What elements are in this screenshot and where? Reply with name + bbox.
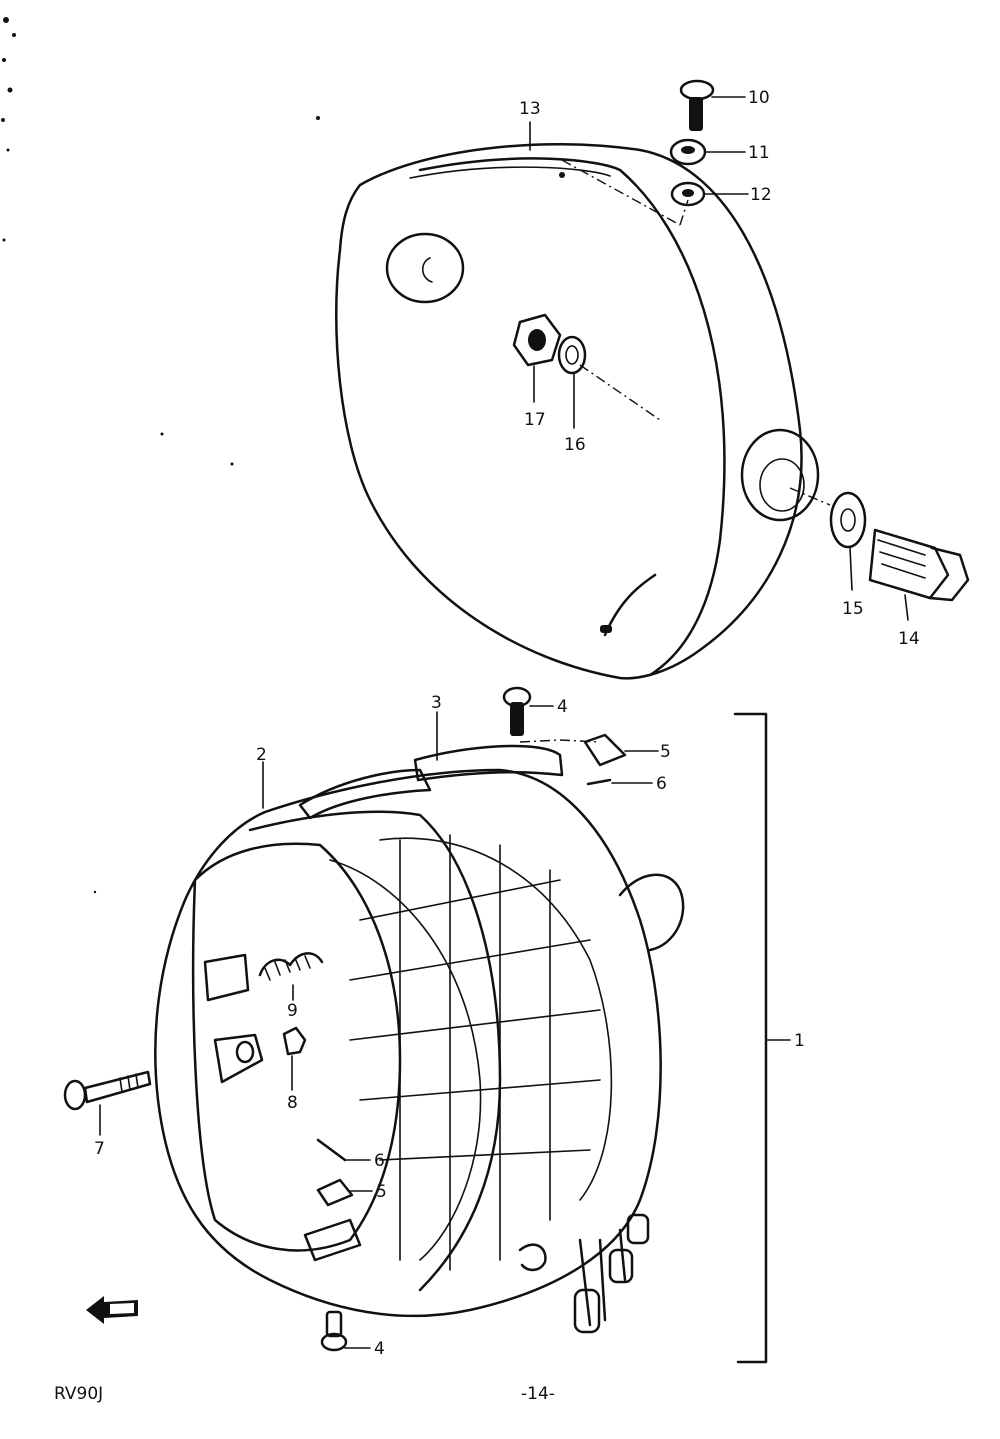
spring-pin-6-bottom <box>316 1138 347 1162</box>
callout-12: 12 <box>750 185 772 205</box>
headlamp-unit <box>154 744 685 1334</box>
callout-3: 3 <box>431 693 442 713</box>
nut-8 <box>282 1026 307 1056</box>
callout-14: 14 <box>898 629 920 649</box>
bolt-7 <box>63 1070 152 1111</box>
callout-6-top: 6 <box>656 774 667 794</box>
callout-1: 1 <box>794 1031 805 1051</box>
clip-5-top <box>583 733 627 767</box>
callout-5-top: 5 <box>660 742 671 762</box>
callout-10: 10 <box>748 88 770 108</box>
callout-6-bottom: 6 <box>374 1151 385 1171</box>
callout-17: 17 <box>524 410 546 430</box>
nut-17 <box>512 313 562 367</box>
mount-tab-upper <box>203 953 250 1002</box>
callout-7: 7 <box>94 1139 105 1159</box>
callout-2: 2 <box>256 745 267 765</box>
callout-13: 13 <box>519 99 541 119</box>
model-code: RV90J <box>54 1384 104 1404</box>
washer-15 <box>829 491 867 549</box>
callout-4-top: 4 <box>557 697 568 717</box>
page-number: -14- <box>521 1384 555 1404</box>
bracket-bottom <box>303 1218 362 1262</box>
headlamp-housing <box>335 142 820 680</box>
callout-15: 15 <box>842 599 864 619</box>
mount-tab-lower <box>213 1033 264 1084</box>
washer-12 <box>670 181 706 207</box>
leader-lines <box>99 96 909 1349</box>
callout-11: 11 <box>748 143 770 163</box>
callout-8: 8 <box>287 1093 298 1113</box>
scan-noise <box>1 17 320 894</box>
callout-5-bottom: 5 <box>376 1182 387 1202</box>
screw-4-top <box>502 686 532 736</box>
assembly-bracket <box>733 712 768 1364</box>
callout-4-bottom: 4 <box>374 1339 385 1359</box>
bolt-14 <box>868 528 970 602</box>
screw-4-bottom <box>320 1310 348 1352</box>
spring-pin-6-top <box>586 778 612 786</box>
spring-9 <box>258 952 324 981</box>
clip-5-bottom <box>316 1178 354 1207</box>
washer-16 <box>557 335 587 375</box>
callout-9: 9 <box>287 1001 298 1021</box>
callout-16: 16 <box>564 435 586 455</box>
screw-10 <box>679 79 715 131</box>
grommet-11 <box>669 138 707 166</box>
front-direction-arrow-icon <box>86 1296 138 1324</box>
